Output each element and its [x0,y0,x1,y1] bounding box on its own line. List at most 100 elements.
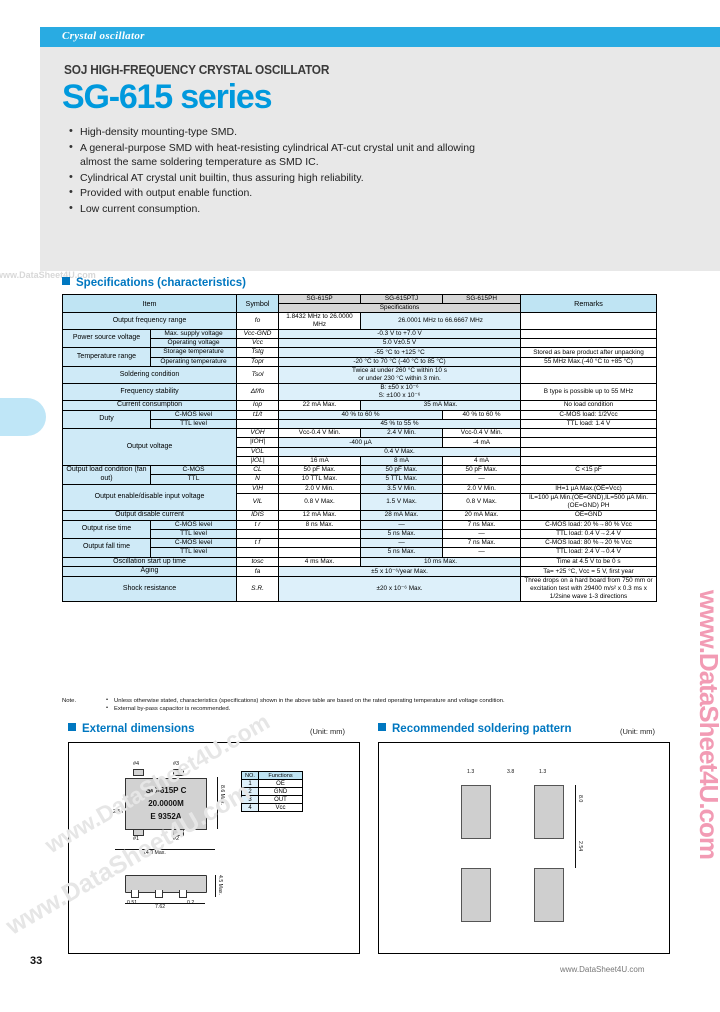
row-remark: OE=GND [520,509,658,521]
chip-marking-line-2: 20.0000M [148,799,184,808]
row-remark: TTL load: 0.4 V→2.4 V [520,528,658,540]
row-remark: TTL load: 2.4 V→0.4 V [520,547,658,558]
specifications-heading: Specifications (characteristics) [62,277,246,289]
row-symbol: VIH [236,483,280,494]
pin-col-func: Functions [258,771,303,780]
row-remark: No load condition [520,399,658,411]
row-value-2: 5 TTL Max. [360,474,444,485]
row-value-all: -55 °C to +125 °C [278,347,522,358]
feature-text: A general-purpose SMD with heat-resistin… [80,141,475,169]
row-value-3: — [442,528,522,540]
row-remark [520,474,658,485]
soldering-pattern-heading-label: Recommended soldering pattern [392,723,572,735]
pad-label-4: #4 [133,761,140,767]
pad-1 [133,829,144,836]
row-remark [520,312,658,330]
row-symbol: t r [236,519,280,530]
page-side-tab [0,398,46,436]
row-sub-label: TTL level [149,547,238,558]
row-remark [520,338,658,349]
row-value-all: 0.4 V Max. [278,446,522,457]
col-header-model-1: SG-615P [278,294,362,304]
row-item-label: Temperature range [62,347,151,367]
dim-height: 8.6 Max. [219,785,225,805]
pin-function: Vcc [258,803,303,812]
product-kicker: SOJ HIGH-FREQUENCY CRYSTAL OSCILLATOR [64,63,330,77]
row-remark: 55 MHz Max.(-40 °C to +85 °C) [520,356,658,367]
dim-seat: 0.2 [187,900,195,906]
row-value-2: 3.5 V Min. [360,483,444,494]
row-value-1: 50 pF Max. [278,465,362,476]
row-symbol: CL [236,465,280,476]
row-symbol: VOH [236,428,280,439]
row-value-1: 0.8 V Max. [278,492,362,511]
row-value-1: 8 ns Max. [278,519,362,530]
row-remark: Three drops on a hard board from 750 mm … [520,576,658,603]
row-value-3: 2.0 V Min. [442,483,522,494]
square-bullet-icon [62,277,70,285]
pad-3 [173,769,184,776]
row-remark [520,455,658,467]
chip-side-view [125,875,207,893]
col-header-spec-band: Specifications [278,303,522,313]
row-symbol: IDIS [236,509,280,521]
row-remark: TTL load: 1.4 V [520,418,658,430]
row-remark: IL=100 µA Min.(OE=GND),IL=500 µA Min.(OE… [520,492,658,511]
row-value-3: 7 ns Max. [442,538,522,549]
row-remark: Stored as bare product after unpacking [520,347,658,358]
row-symbol: tosc [236,556,280,568]
page-title: SG-615 series [62,78,273,116]
row-remark: IH=1 µA Max.(OE=Vcc) [520,483,658,494]
dim-line-pitch [575,837,576,868]
list-item: •Provided with output enable function. [66,186,486,201]
row-remark: B type is possible up to 55 MHz [520,382,658,401]
bullet-icon: • [69,125,73,137]
row-value-1: 22 mA Max. [278,399,362,411]
lead-2 [155,890,163,898]
row-remark: C-MOS load: 80 %→20 % Vcc [520,538,658,549]
col-header-model-3: SG-615PH [442,294,522,304]
dim-lead-width: 0.51 [127,900,138,906]
row-item-label: Power source voltage [62,328,151,349]
row-value-23: 26.0001 MHz to 66.6667 MHz [360,312,522,330]
row-remark: Time at 4.5 V to be 0 s [520,556,658,568]
specifications-heading-label: Specifications (characteristics) [76,277,247,289]
row-sub-label: C-MOS level [149,538,238,549]
dim-line-body [125,903,205,904]
pin-number: 3 [241,795,259,804]
solder-pad-3 [461,868,491,922]
row-sub-label: Operating voltage [149,338,238,349]
row-value-all: 5.0 V±0.5 V [278,338,522,349]
pad-label-3: #3 [173,761,180,767]
list-item: •A general-purpose SMD with heat-resisti… [66,141,486,170]
table-footnote: Note. Unless otherwise stated, character… [62,696,662,713]
row-item-label: Output frequency range [61,312,238,330]
row-value-1 [278,547,362,558]
solder-pad-1 [461,785,491,839]
dim-line-height [217,777,218,829]
row-value-2: 50 pF Max. [360,465,444,476]
pin-function: GND [258,787,303,796]
row-symbol: Topr [236,356,280,367]
row-sub-label: C-MOS level [149,409,238,420]
dim-thickness: 4.5 Max. [217,875,223,895]
row-sub-label: Max. supply voltage [149,328,238,340]
row-value-2: 2.4 V Min. [360,428,444,439]
row-sub-label: C-MOS level [149,519,238,530]
row-remark [520,446,658,457]
